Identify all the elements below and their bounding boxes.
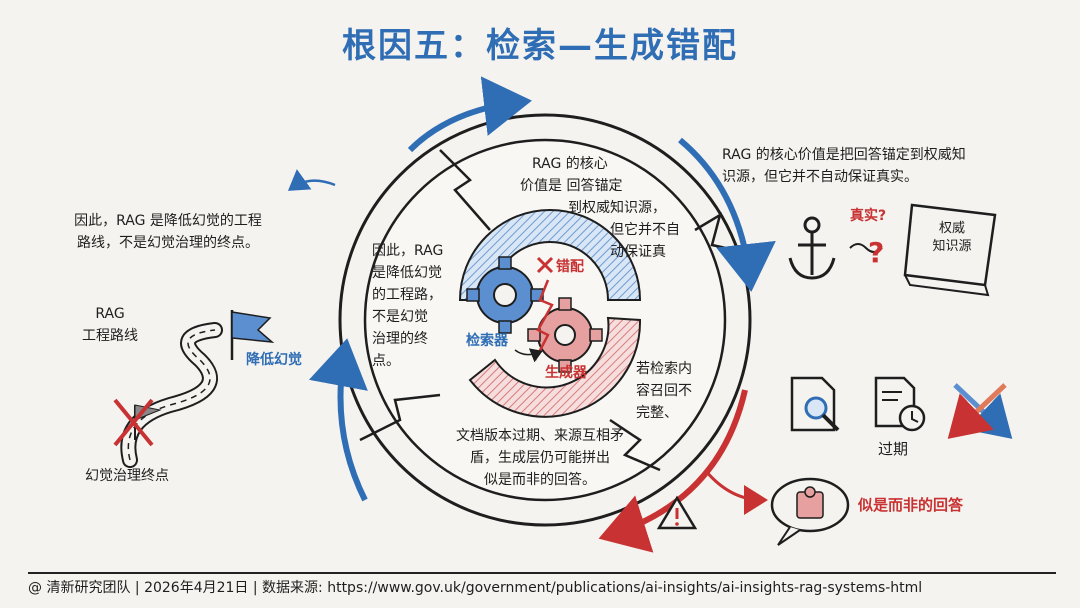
cycle-arrow-top [410,102,520,150]
retriever-label: 检索器 [466,330,508,352]
center-bottom-text: 文档版本过期、来源互相矛盾，生成层仍可能拼出 似是而非的回答。 [440,425,640,491]
anchor-icon [790,218,834,278]
expired-label: 过期 [878,438,908,460]
puzzle-icon [797,487,823,518]
road-icon [128,330,215,460]
to-answer-arrow [705,470,762,500]
footer-divider [28,572,1056,574]
footer-source: @ 清新研究团队 | 2026年4月21日 | 数据来源: https://ww… [28,577,1068,597]
book-label: 权威知识源 [922,220,982,256]
truth-label: 真实? [850,205,886,227]
end-label: 幻觉治理终点 [85,465,169,487]
right-note: RAG 的核心价值是把回答锚定到权威知识源，但它并不自动保证真实。 [722,144,966,188]
flag-label: 降低幻觉 [246,349,302,371]
search-document-icon [792,378,838,430]
left-curve-arrow [292,181,335,188]
center-right-text: 若检索内容召回不 完整、 [636,358,692,424]
conflict-arrows-icon [955,385,1005,432]
left-note: 因此，RAG 是降低幻觉的工程路线，不是幻觉治理的终点。 [48,210,288,254]
center-top-text: RAG 的核心 价值是 回答锚定 到权威知识源， 但它并不自 动保证真 [520,153,680,263]
question-mark-icon: ? [868,236,884,269]
mismatch-label: 错配 [556,256,584,278]
expired-document-icon [876,378,924,430]
wrong-answer-label: 似是而非的回答 [858,494,963,516]
cycle-arrow-left [341,350,366,500]
generator-label: 生成器 [545,362,587,384]
